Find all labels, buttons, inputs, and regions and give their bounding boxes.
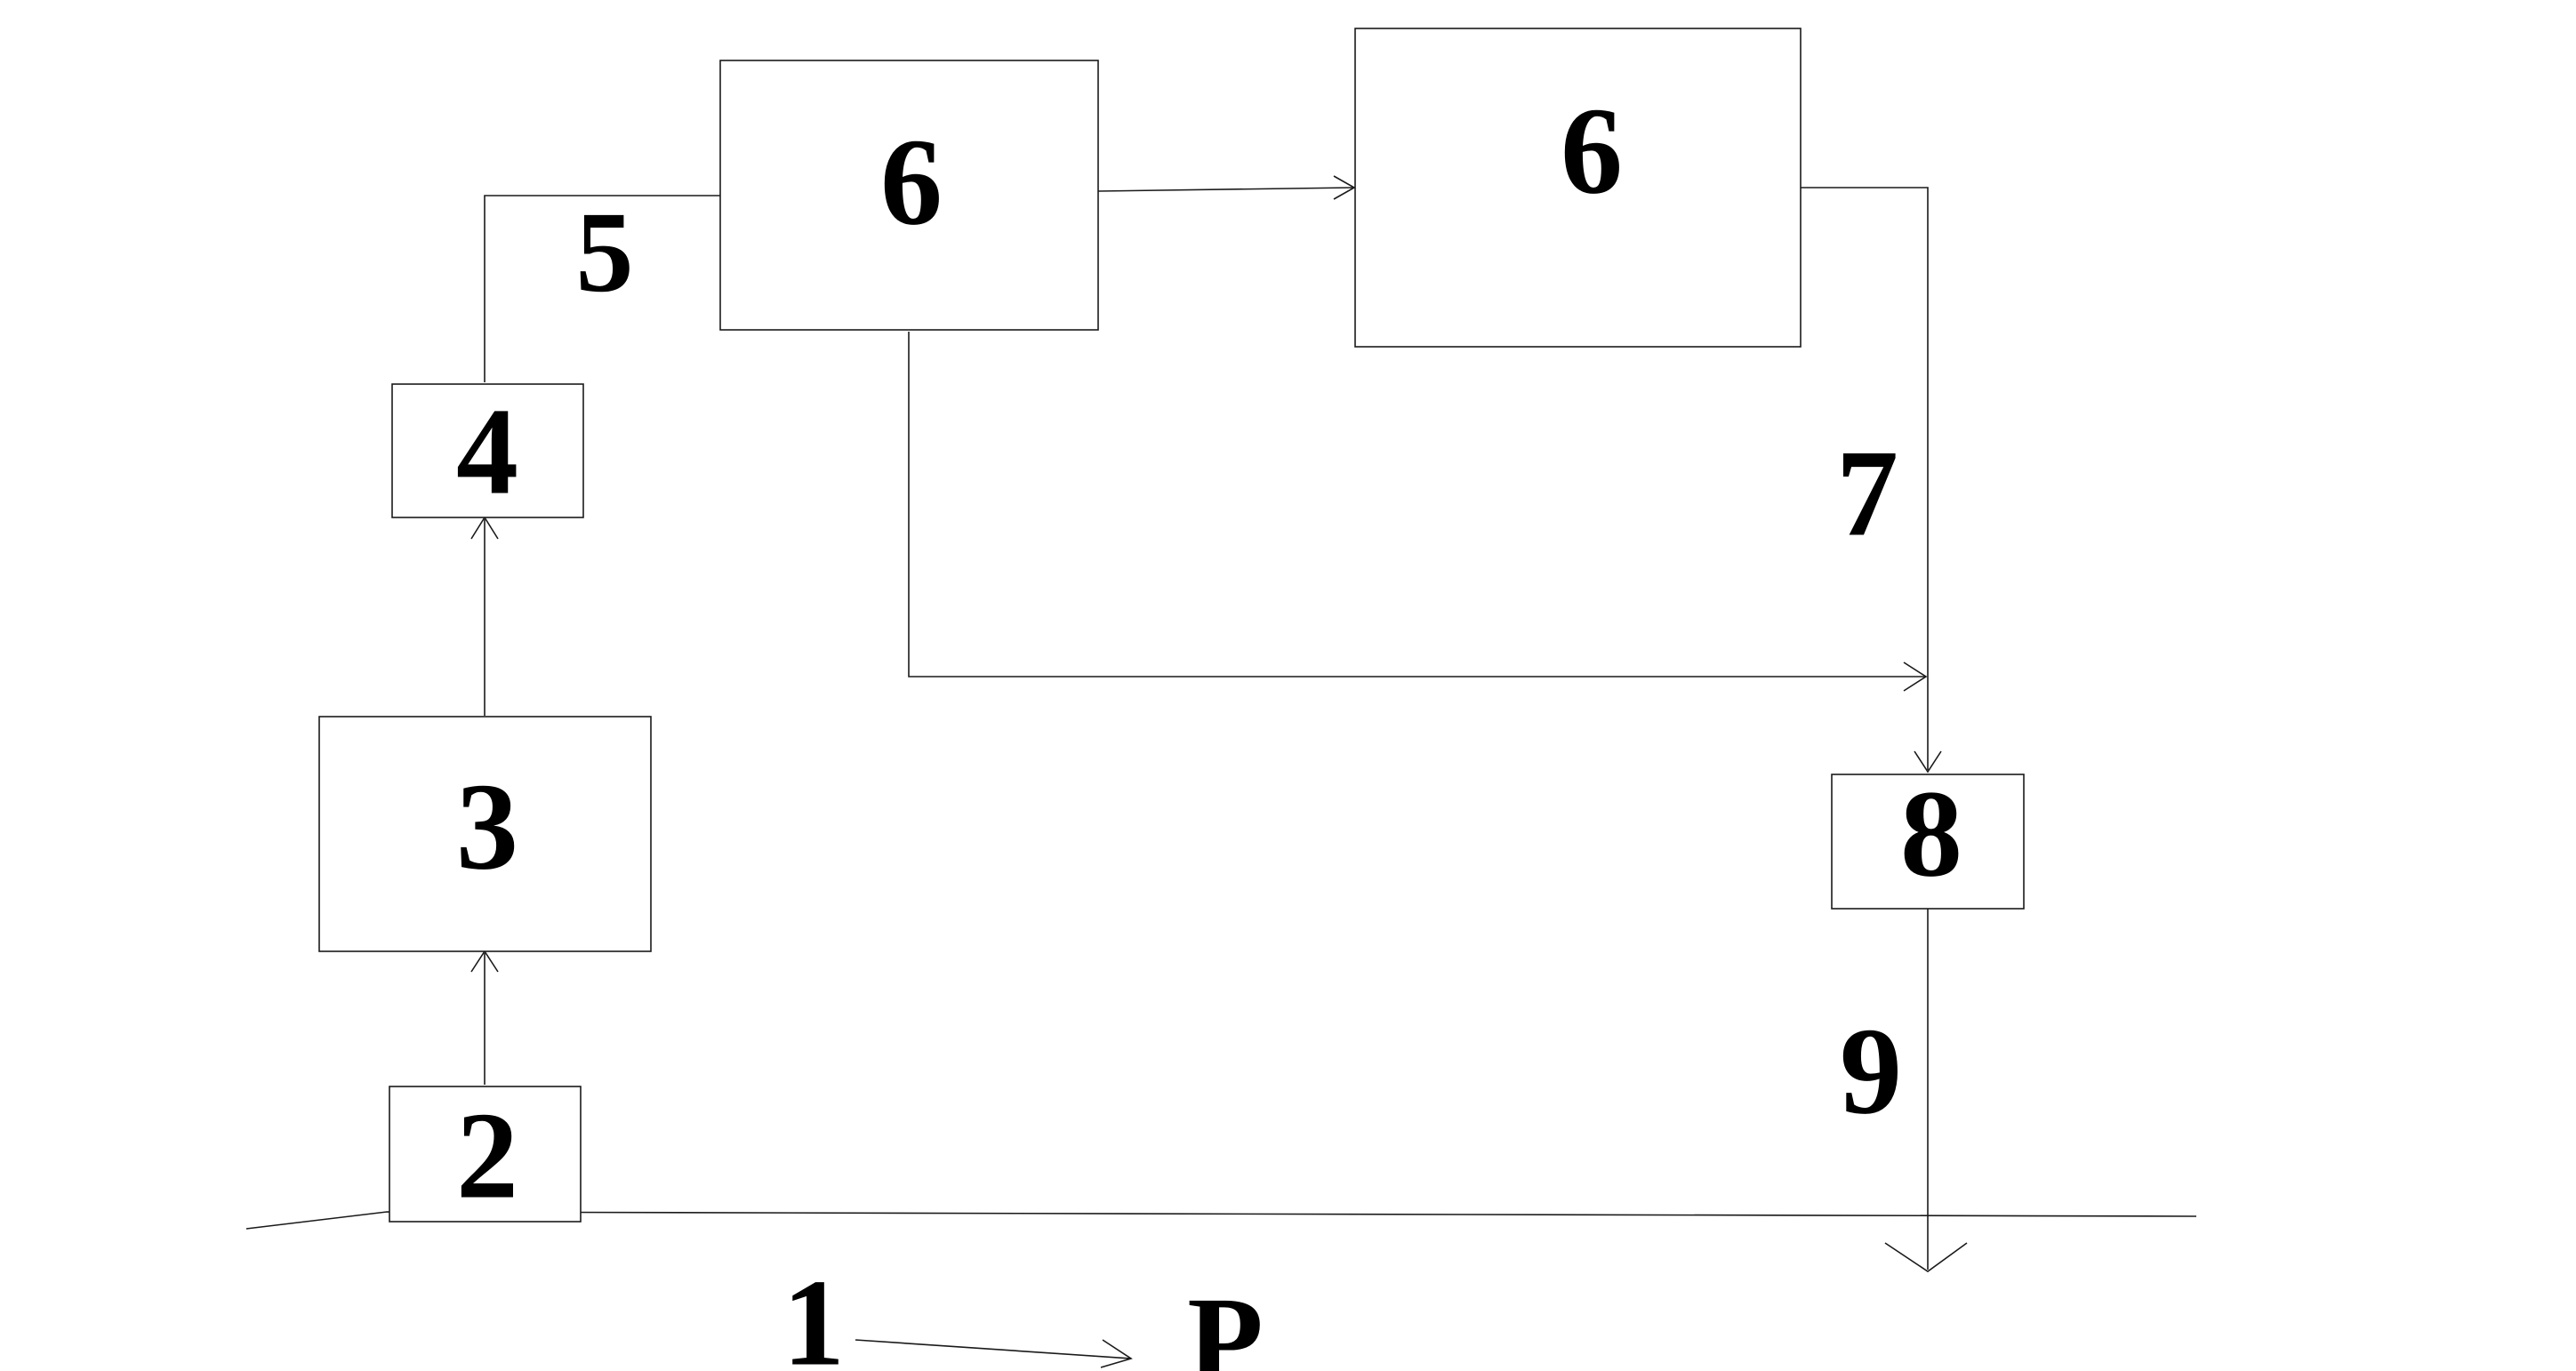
box-2-label: 2 [456, 1087, 518, 1225]
connector-6a-to-line-7 [908, 332, 1926, 677]
arrowhead-6a-to-line-7 [1903, 661, 1928, 692]
ground-line [245, 1211, 2197, 1230]
box-8 [1831, 774, 2025, 910]
connector-6b-to-8 [1801, 187, 1929, 770]
label-5: 5 [576, 188, 634, 317]
label-p: P [1187, 1272, 1264, 1371]
box-4 [391, 383, 584, 518]
box-6b [1354, 28, 1802, 348]
connector-6a-to-6b [1097, 187, 1354, 192]
box-6b-label: 6 [1561, 83, 1623, 220]
box-2 [389, 1086, 582, 1223]
box-6a [719, 60, 1099, 331]
box-3-label: 3 [456, 758, 518, 896]
arrowhead-6a-to-6b [1333, 175, 1356, 200]
label-7: 7 [1836, 425, 1898, 563]
box-3 [318, 716, 652, 952]
label-9: 9 [1840, 1003, 1902, 1141]
arrowhead-6b-to-8 [1914, 750, 1942, 774]
arrowhead-output [1884, 1242, 1968, 1272]
arrowhead-1-to-p [1100, 1339, 1133, 1368]
connector-4-to-6a [484, 195, 720, 382]
box-4-label: 4 [456, 383, 518, 521]
arrow-1-to-p [855, 1339, 1132, 1359]
box-6a-label: 6 [880, 114, 943, 252]
label-1: 1 [782, 1255, 845, 1371]
box-8-label: 8 [1900, 766, 1962, 903]
